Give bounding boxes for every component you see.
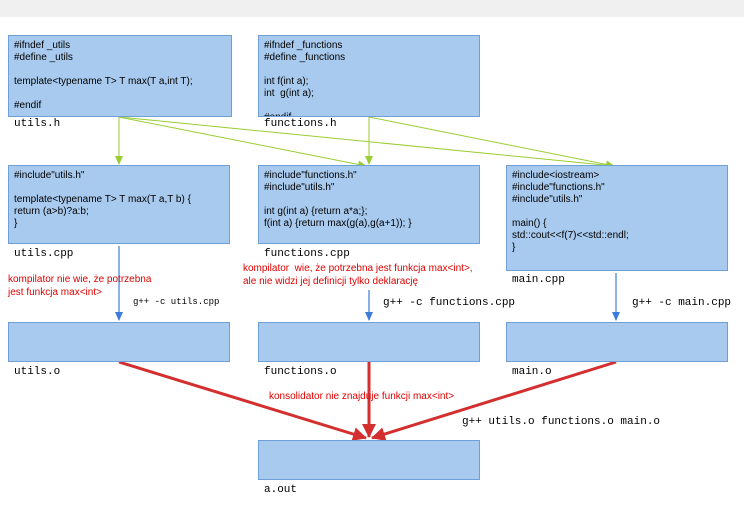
main-compile-command: g++ -c main.cpp — [632, 297, 732, 309]
utils-o-box — [8, 322, 230, 362]
functions-o-box — [258, 322, 480, 362]
main-o-box — [506, 322, 728, 362]
functions-cpp-label: functions.cpp — [264, 248, 350, 260]
include-arrow-utils-h-to-functions-cpp — [118, 116, 367, 169]
utils-o-label: utils.o — [14, 366, 61, 378]
include-arrow-functions-h-to-main-cpp — [368, 116, 615, 169]
main-cpp-code-box: #include<iostream> #include"functions.h"… — [506, 165, 728, 271]
a-out-box — [258, 440, 480, 480]
functions-cpp-code-box: #include"functions.h" #include"utils.h" … — [258, 165, 480, 244]
functions-compile-note: kompilator wie, że potrzebna jest funkcj… — [243, 263, 473, 287]
utils-compile-command: g++ -c utils.cpp — [133, 297, 220, 307]
link-arrow-main-o — [371, 360, 617, 441]
functions-o-label: functions.o — [264, 366, 337, 378]
functions-compile-command: g++ -c functions.cpp — [383, 297, 516, 309]
link-command: g++ utils.o functions.o main.o — [462, 416, 661, 428]
utils-h-code-box: #ifndef _utils #define _utils template<t… — [8, 35, 232, 117]
functions-h-code-box: #ifndef _functions #define _functions in… — [258, 35, 480, 117]
utils-compile-note: kompilator nie wie, że potrzebna jest fu… — [8, 274, 152, 298]
top-bar — [0, 0, 744, 17]
utils-h-label: utils.h — [14, 118, 61, 130]
main-o-label: main.o — [512, 366, 552, 378]
utils-cpp-code-box: #include"utils.h" template<typename T> T… — [8, 165, 230, 244]
link-arrow-utils-o — [118, 360, 367, 441]
a-out-label: a.out — [264, 484, 298, 496]
include-arrow-utils-h-to-main-cpp — [118, 116, 615, 170]
utils-cpp-label: utils.cpp — [14, 248, 74, 260]
linker-note: konsolidator nie znajduje funkcji max<in… — [269, 391, 455, 402]
functions-h-label: functions.h — [264, 118, 337, 130]
main-cpp-label: main.cpp — [512, 274, 565, 286]
